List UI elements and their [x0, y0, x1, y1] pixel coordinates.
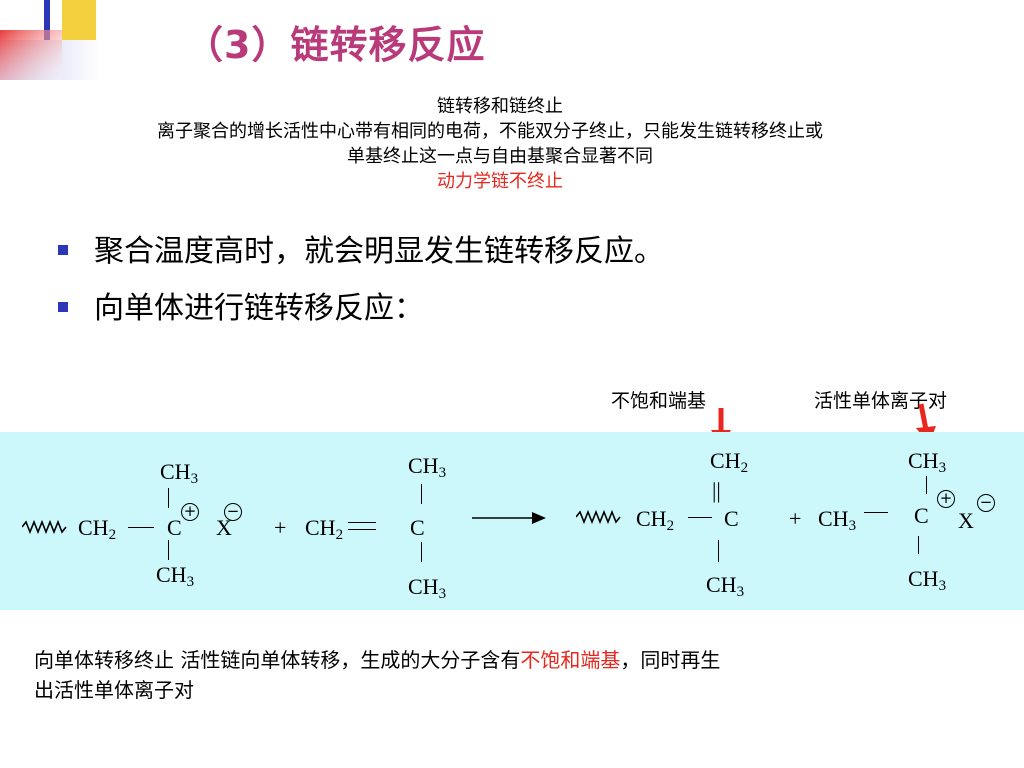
- bottom-text-1: 向单体转移终止 活性链向单体转移，生成的大分子含有: [34, 648, 521, 672]
- header-line-3: 单基终止这一点与自由基聚合显著不同: [347, 146, 653, 167]
- ion-counter-x: X: [958, 508, 974, 533]
- product-top-ch2: CH2: [710, 448, 749, 476]
- plus-sign: +: [274, 515, 287, 540]
- ion-bottom-ch3: CH3: [908, 566, 947, 594]
- positive-charge-icon: +: [937, 490, 955, 508]
- monomer-bottom-ch3: CH3: [408, 574, 447, 602]
- bond-line: [421, 542, 422, 562]
- plus-sign: +: [789, 506, 802, 531]
- bond-line: [926, 476, 927, 494]
- positive-charge-icon: +: [181, 503, 199, 521]
- slide-title: （3）链转移反应: [185, 23, 486, 67]
- bond-line: [918, 536, 919, 554]
- label-ion-pair: 活性单体离子对: [814, 390, 948, 412]
- double-bond-top: [348, 522, 376, 523]
- bond-line: [864, 512, 888, 513]
- square-bullet-icon: [58, 301, 68, 312]
- counter-ion-x: X: [216, 515, 232, 540]
- bond-line: [128, 527, 154, 528]
- bond-line: [168, 540, 169, 560]
- corner-decoration: [0, 0, 110, 90]
- polymer-chain-wavy-icon: [576, 510, 621, 524]
- bullet-text-1: 聚合温度高时，就会明显发生链转移反应。: [94, 234, 664, 269]
- product-carbon: C: [724, 506, 739, 531]
- bond-line: [421, 484, 422, 504]
- bond-line: [688, 517, 712, 518]
- reactant-top-ch3: CH3: [160, 459, 199, 487]
- polymer-chain-wavy-icon: [22, 520, 67, 534]
- label-unsaturated-end: 不饱和端基: [611, 390, 707, 412]
- header-line-1: 链转移和链终止: [437, 96, 563, 117]
- bottom-text-5: 活性单体离子对: [54, 678, 194, 702]
- product-ch2: CH2: [636, 506, 675, 534]
- bond-line: [718, 540, 719, 562]
- negative-charge-icon: −: [224, 503, 242, 521]
- bullet-item-1: 聚合温度高时，就会明显发生链转移反应。: [58, 226, 664, 270]
- ion-ch3: CH3: [818, 506, 857, 534]
- corner-shapes-icon: [0, 0, 100, 80]
- bottom-text-4: 出: [34, 678, 54, 702]
- product-bottom-ch3: CH3: [706, 572, 745, 600]
- product-double-bond: ||: [712, 478, 721, 503]
- bullet-item-2: 向单体进行链转移反应：: [58, 283, 424, 327]
- bullet-text-2: 向单体进行链转移反应：: [94, 291, 424, 326]
- negative-charge-icon: −: [977, 494, 995, 512]
- monomer-carbon: C: [410, 515, 425, 540]
- header-line-2: 离子聚合的增长活性中心带有相同的电荷，不能双分子终止，只能发生链转移终止或: [157, 121, 823, 142]
- ion-carbon: C: [914, 503, 929, 528]
- reaction-arrow-icon: [472, 512, 546, 524]
- header-line-4: 动力学链不终止: [437, 171, 563, 192]
- bottom-explanation: 向单体转移终止 活性链向单体转移，生成的大分子含有不饱和端基，同时再生 出活性单…: [34, 645, 924, 705]
- reactant-bottom-ch3: CH3: [156, 562, 195, 590]
- header-text-block: 链转移和链终止 离子聚合的增长活性中心带有相同的电荷，不能双分子终止，只能发生链…: [0, 94, 1000, 194]
- bottom-text-3: ，同时再生: [620, 648, 721, 672]
- ion-top-ch3: CH3: [908, 448, 947, 476]
- monomer-ch2: CH2: [305, 515, 344, 543]
- bottom-text-red: 不饱和端基: [520, 648, 621, 672]
- double-bond-bottom: [348, 529, 376, 530]
- reactant-ch2: CH2: [78, 515, 117, 543]
- square-bullet-icon: [58, 244, 68, 255]
- bond-line: [168, 488, 169, 508]
- reactant-carbon: C: [167, 515, 182, 540]
- monomer-top-ch3: CH3: [408, 453, 447, 481]
- reaction-equation-panel: [0, 432, 1024, 610]
